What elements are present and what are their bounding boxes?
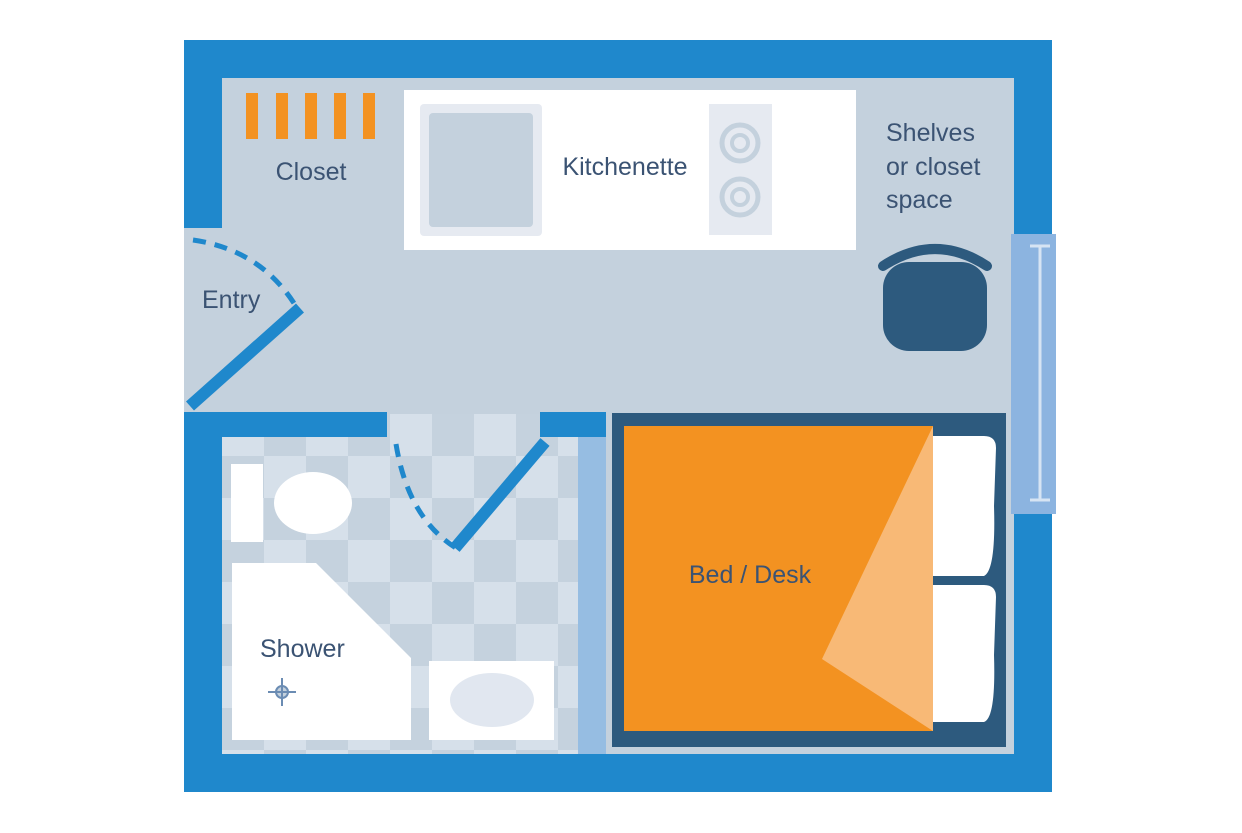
entry-label: Entry	[202, 286, 261, 314]
shelves-label-line3: space	[886, 186, 953, 214]
closet-hangers-icon	[246, 93, 375, 139]
window-icon	[1011, 234, 1056, 514]
kitchenette-label: Kitchenette	[562, 153, 687, 181]
sink-icon	[420, 104, 542, 236]
bed-desk-label: Bed / Desk	[689, 561, 812, 589]
pillow-icon	[932, 436, 996, 722]
door-icon	[186, 237, 304, 411]
toilet-icon	[231, 464, 352, 542]
bathroom-door-icon	[393, 438, 550, 552]
shower-label: Shower	[260, 635, 345, 663]
shelves-label: Shelves or closet space	[886, 119, 987, 214]
bathroom-wall-left	[184, 412, 387, 437]
bathroom-sink-icon	[429, 661, 554, 740]
closet-label: Closet	[276, 158, 347, 186]
stovetop-icon	[709, 104, 772, 235]
bed-blanket-fold	[822, 426, 933, 731]
bathroom-wall-right	[540, 412, 606, 437]
shelves-label-line2: or closet	[886, 153, 981, 181]
shower-drain-icon	[268, 678, 296, 706]
shelves-label-line1: Shelves	[886, 119, 975, 147]
chair-icon	[878, 244, 992, 351]
bathroom-side-strip	[578, 414, 606, 754]
